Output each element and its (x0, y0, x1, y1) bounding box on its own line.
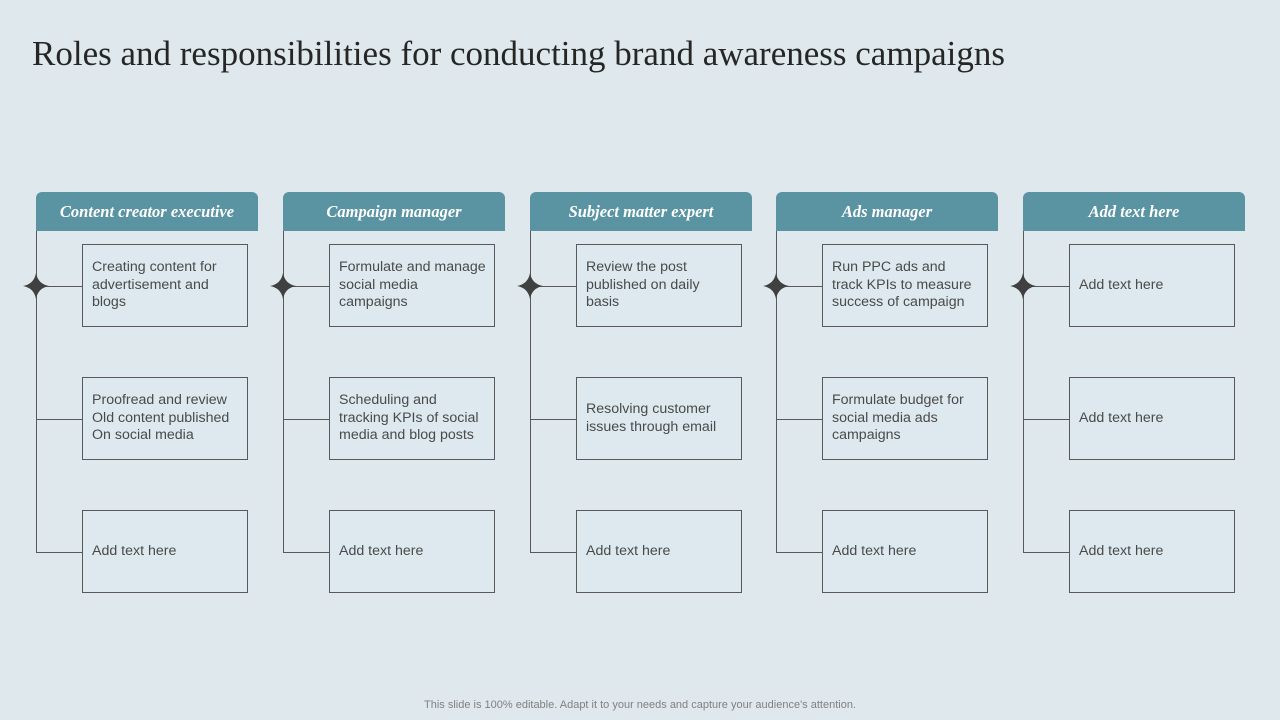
connector-line (283, 231, 284, 552)
task-box: Add text here (1069, 510, 1235, 593)
task-text: Add text here (1079, 276, 1164, 293)
role-header: Subject matter expert (530, 192, 752, 231)
task-text: Add text here (339, 542, 424, 559)
role-column-5: Add text here Add text here Add text her… (1010, 192, 1245, 594)
role-column-3: Subject matter expert Review the post pu… (517, 192, 752, 594)
task-box: Add text here (822, 510, 988, 593)
task-box: Review the post published on daily basis (576, 244, 742, 327)
four-point-star-icon (517, 273, 543, 299)
branch-line (776, 286, 822, 287)
branch-line (36, 552, 82, 553)
task-box: Proofread and review Old content publish… (82, 377, 248, 460)
role-column-1: Content creator executive Creating conte… (23, 192, 258, 594)
task-text: Add text here (1079, 542, 1164, 559)
four-point-star-icon (270, 273, 296, 299)
role-header: Content creator executive (36, 192, 258, 231)
task-text: Add text here (1079, 409, 1164, 426)
branch-line (36, 286, 82, 287)
connector-line (36, 231, 37, 552)
branch-line (530, 286, 576, 287)
task-text: Run PPC ads and track KPIs to measure su… (832, 259, 972, 311)
task-text: Add text here (586, 542, 671, 559)
task-text: Creating content for advertisement and b… (92, 259, 217, 311)
branch-line (1023, 552, 1069, 553)
branch-line (283, 552, 329, 553)
task-box: Resolving customer issues through email (576, 377, 742, 460)
task-text: Add text here (832, 542, 917, 559)
role-header: Ads manager (776, 192, 998, 231)
task-text: Review the post published on daily basis (586, 259, 700, 311)
task-text: Formulate budget for social media ads ca… (832, 392, 964, 444)
branch-line (1023, 419, 1069, 420)
footer-note: This slide is 100% editable. Adapt it to… (424, 699, 856, 711)
task-box: Formulate budget for social media ads ca… (822, 377, 988, 460)
four-point-star-icon (23, 273, 49, 299)
four-point-star-icon (1010, 273, 1036, 299)
task-box: Formulate and manage social media campai… (329, 244, 495, 327)
role-column-4: Ads manager Run PPC ads and track KPIs t… (763, 192, 998, 594)
role-column-2: Campaign manager Formulate and manage so… (270, 192, 505, 594)
branch-line (283, 419, 329, 420)
branch-line (36, 419, 82, 420)
task-text: Proofread and review Old content publish… (92, 392, 230, 444)
role-header: Campaign manager (283, 192, 505, 231)
connector-line (776, 231, 777, 552)
task-box: Creating content for advertisement and b… (82, 244, 248, 327)
task-box: Add text here (576, 510, 742, 593)
task-box: Add text here (1069, 244, 1235, 327)
task-box: Add text here (1069, 377, 1235, 460)
task-box: Add text here (329, 510, 495, 593)
task-text: Formulate and manage social media campai… (339, 259, 486, 311)
branch-line (530, 552, 576, 553)
role-header: Add text here (1023, 192, 1245, 231)
slide-title: Roles and responsibilities for conductin… (32, 34, 1005, 73)
task-text: Add text here (92, 542, 177, 559)
branch-line (776, 419, 822, 420)
task-text: Scheduling and tracking KPIs of social m… (339, 392, 479, 444)
four-point-star-icon (763, 273, 789, 299)
task-box: Scheduling and tracking KPIs of social m… (329, 377, 495, 460)
branch-line (530, 419, 576, 420)
task-box: Run PPC ads and track KPIs to measure su… (822, 244, 988, 327)
connector-line (530, 231, 531, 552)
branch-line (776, 552, 822, 553)
task-text: Resolving customer issues through email (586, 400, 717, 435)
branch-line (1023, 286, 1069, 287)
connector-line (1023, 231, 1024, 552)
task-box: Add text here (82, 510, 248, 593)
branch-line (283, 286, 329, 287)
